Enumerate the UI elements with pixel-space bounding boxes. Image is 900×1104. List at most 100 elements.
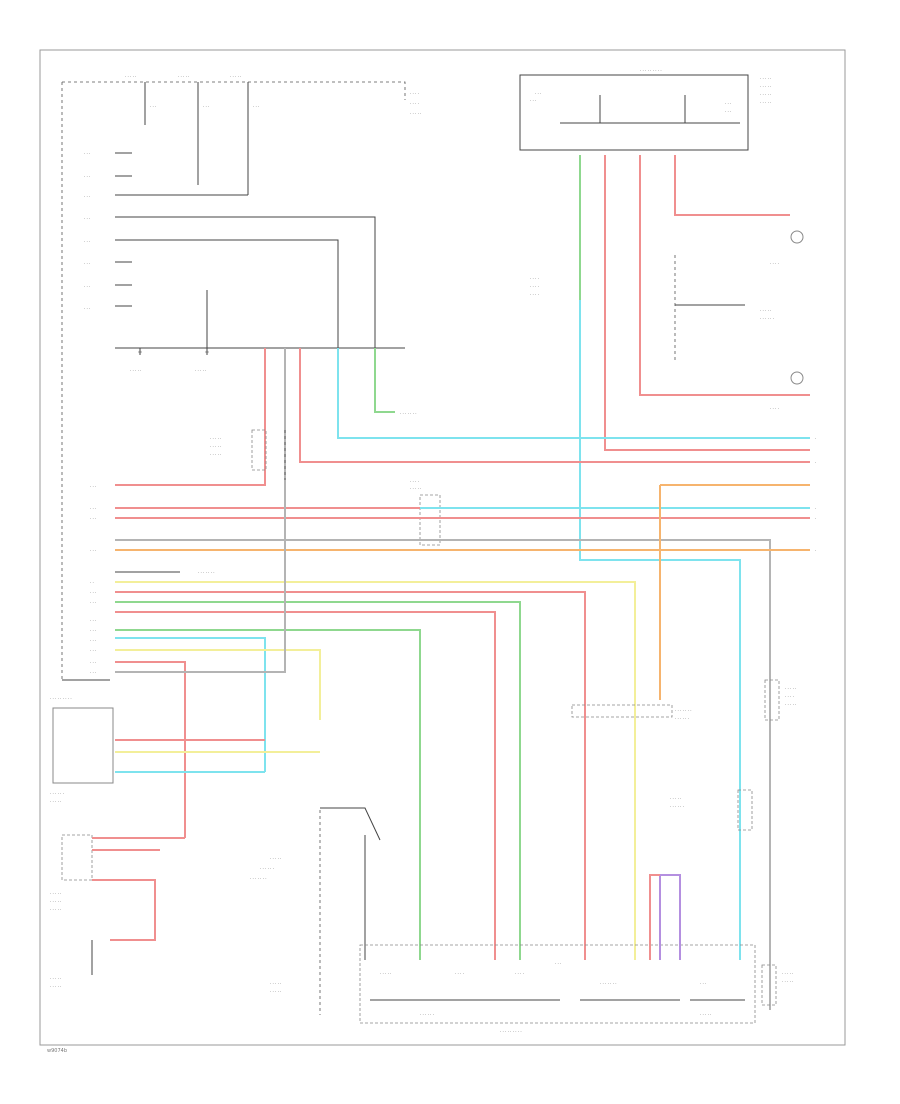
svg-text:· · · · ·: · · · · ·	[782, 971, 793, 976]
svg-text:· · ·: · · ·	[84, 261, 90, 266]
svg-text:· · · · ·: · · · · ·	[380, 971, 391, 976]
svg-text:·: ·	[815, 506, 816, 511]
svg-text:· · · · · · ·: · · · · · · ·	[198, 570, 215, 575]
svg-text:· · · · ·: · · · · ·	[760, 308, 771, 313]
svg-text:· · · · · ·: · · · · · ·	[420, 1012, 434, 1017]
svg-text:· · · · ·: · · · · ·	[50, 907, 61, 912]
svg-text:· · ·: · · ·	[90, 660, 96, 665]
relay-block: · · · · · · · · · · · · · · · · · · · · …	[519, 68, 771, 151]
svg-text:· · · · ·: · · · · ·	[210, 452, 221, 457]
svg-text:· · ·: · · ·	[84, 216, 90, 221]
svg-text:· · · ·: · · · ·	[770, 261, 779, 266]
svg-text:· · · · · · · · ·: · · · · · · · · ·	[50, 696, 72, 701]
diagram-code: w9074b	[47, 1048, 67, 1054]
svg-text:· · ·: · · ·	[725, 109, 731, 114]
svg-text:·: ·	[815, 460, 816, 465]
svg-text:· · · · · · · · ·: · · · · · · · · ·	[500, 1029, 522, 1034]
svg-text:· · · · ·: · · · · ·	[270, 856, 281, 861]
svg-text:· · ·: · · ·	[150, 104, 156, 109]
svg-text:· · · ·: · · · ·	[530, 276, 539, 281]
svg-text:· · · · ·: · · · · ·	[210, 436, 221, 441]
svg-text:· · ·: · · ·	[555, 961, 561, 966]
svg-text:·: ·	[815, 436, 816, 441]
svg-text:· · · · · · ·: · · · · · · ·	[600, 981, 617, 986]
svg-text:· · · · · · ·: · · · · · · ·	[675, 708, 692, 713]
svg-text:· · · · · · · · ·: · · · · · · · · ·	[640, 68, 662, 73]
svg-text:· · ·: · · ·	[84, 306, 90, 311]
svg-text:· · · · ·: · · · · ·	[50, 976, 61, 981]
svg-text:· · · · ·: · · · · ·	[785, 686, 796, 691]
svg-text:· · · · ·: · · · · ·	[130, 368, 141, 373]
middle-connector: · · · · · · · · ·	[410, 479, 441, 546]
svg-text:· · · ·: · · · ·	[530, 292, 539, 297]
svg-text:·: ·	[815, 548, 816, 553]
svg-text:· · · ·: · · · ·	[410, 91, 419, 96]
svg-text:· · · ·: · · · ·	[785, 694, 794, 699]
svg-text:· · · · · ·: · · · · · ·	[760, 316, 774, 321]
svg-text:· ·: · ·	[90, 580, 94, 585]
svg-text:· · · · ·: · · · · ·	[195, 368, 206, 373]
svg-text:· · · · ·: · · · · ·	[178, 74, 189, 79]
svg-text:· · ·: · · ·	[90, 506, 96, 511]
svg-text:· · · · ·: · · · · ·	[410, 111, 421, 116]
svg-text:· · · · ·: · · · · ·	[760, 84, 771, 89]
svg-text:· · · · · ·: · · · · · ·	[675, 716, 689, 721]
svg-text:· · ·: · · ·	[84, 194, 90, 199]
svg-text:· · ·: · · ·	[253, 104, 259, 109]
left-pin-labels: · · · · · · · · · · · · · · · · · · · · …	[90, 484, 96, 675]
junction-block: · · · · · · · · · · · · · · · · · · · · …	[61, 74, 421, 680]
svg-text:· · · · ·: · · · · ·	[125, 74, 136, 79]
svg-text:·: ·	[815, 516, 816, 521]
svg-text:· · ·: · · ·	[90, 484, 96, 489]
left-module: · · · · · · · · · · · · · · · · · · · ·	[50, 696, 114, 804]
svg-text:· · · · ·: · · · · ·	[670, 796, 681, 801]
svg-text:· · ·: · · ·	[90, 600, 96, 605]
svg-text:· · · · · · ·: · · · · · · ·	[400, 411, 417, 416]
svg-text:· · · ·: · · · ·	[530, 284, 539, 289]
svg-text:· · · · ·: · · · · ·	[50, 984, 61, 989]
svg-text:· · ·: · · ·	[90, 628, 96, 633]
svg-text:· · ·: · · ·	[90, 670, 96, 675]
svg-text:· · · · ·: · · · · ·	[782, 979, 793, 984]
svg-text:· · · ·: · · · ·	[455, 971, 464, 976]
svg-text:· · · · ·: · · · · ·	[210, 444, 221, 449]
svg-text:· · ·: · · ·	[84, 284, 90, 289]
diagram-frame	[39, 49, 846, 1046]
combination-switch: · · · · · · · · · · · · · · · · · · · · …	[359, 944, 756, 1034]
svg-text:· · · ·: · · · ·	[410, 479, 419, 484]
left-switch: · · · · · · · · · · · · · · · · · · · · …	[50, 834, 185, 989]
svg-text:· · ·: · · ·	[203, 104, 209, 109]
svg-text:· · · · ·: · · · · ·	[700, 1012, 711, 1017]
svg-text:· · · · ·: · · · · ·	[760, 92, 771, 97]
svg-text:· · · · ·: · · · · ·	[785, 702, 796, 707]
svg-text:· · · · ·: · · · · ·	[760, 76, 771, 81]
svg-text:· · · ·: · · · ·	[515, 971, 524, 976]
svg-text:· · · · · · ·: · · · · · · ·	[250, 876, 267, 881]
svg-text:· · ·: · · ·	[700, 981, 706, 986]
svg-text:· · · · · ·: · · · · · ·	[50, 791, 64, 796]
svg-text:· · ·: · · ·	[84, 174, 90, 179]
svg-text:· · ·: · · ·	[90, 590, 96, 595]
right-lamps: · · · · · · · · · · · · · · · · · · ·	[674, 230, 804, 411]
svg-text:· · ·: · · ·	[530, 98, 536, 103]
svg-text:· · ·: · · ·	[90, 516, 96, 521]
svg-text:· · · ·: · · · ·	[410, 101, 419, 106]
svg-text:· · · · ·: · · · · ·	[270, 989, 281, 994]
svg-text:· · ·: · · ·	[725, 101, 731, 106]
svg-text:· · ·: · · ·	[90, 648, 96, 653]
svg-text:· · · · ·: · · · · ·	[410, 486, 421, 491]
svg-text:· · · · ·: · · · · ·	[50, 899, 61, 904]
svg-text:· · ·: · · ·	[90, 618, 96, 623]
svg-text:· · ·: · · ·	[535, 91, 541, 96]
svg-text:· · · · ·: · · · · ·	[50, 799, 61, 804]
svg-text:· · · · ·: · · · · ·	[270, 981, 281, 986]
svg-text:· · ·: · · ·	[90, 638, 96, 643]
svg-text:· · · · · ·: · · · · · ·	[260, 866, 274, 871]
svg-text:· · · · · ·: · · · · · ·	[670, 804, 684, 809]
svg-text:· · · · ·: · · · · ·	[230, 74, 241, 79]
svg-text:· · ·: · · ·	[90, 548, 96, 553]
svg-text:· · · ·: · · · ·	[770, 406, 779, 411]
svg-text:· · · · ·: · · · · ·	[50, 891, 61, 896]
